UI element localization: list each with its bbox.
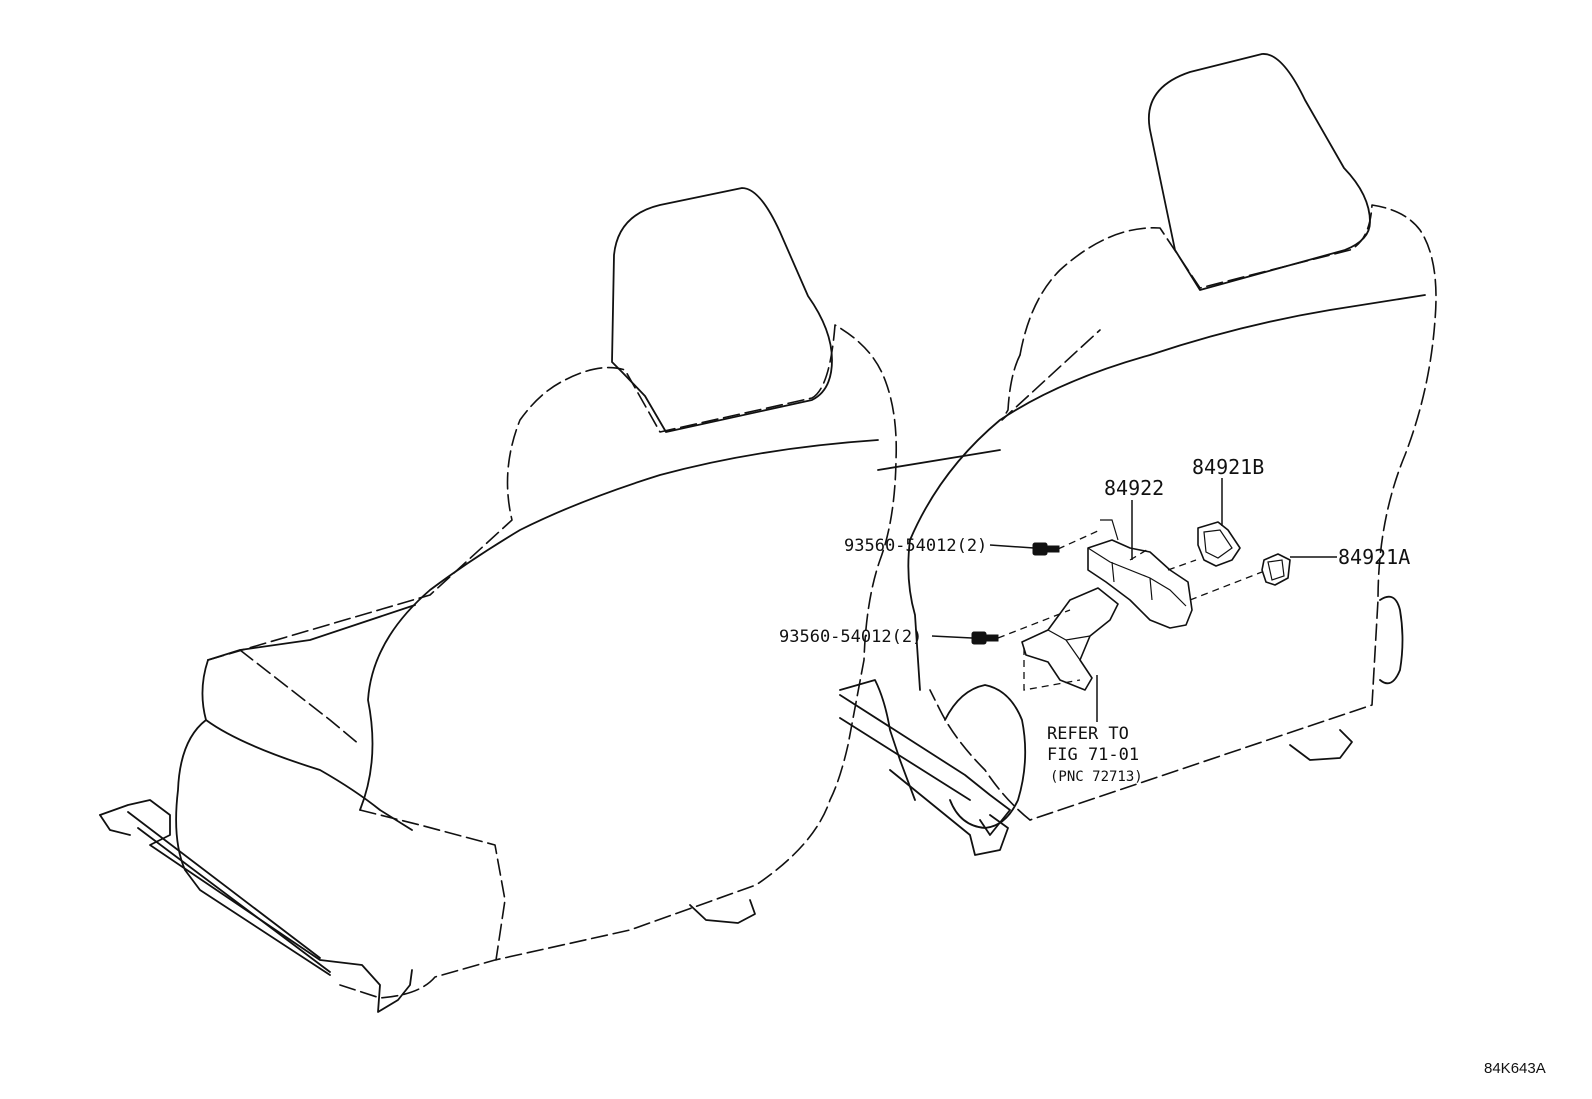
refer-line-3: (PNC 72713) (1050, 769, 1143, 785)
left-seat-cushion-lower (175, 719, 331, 976)
left-seat-back-face (359, 439, 879, 811)
right-seat-back-face (909, 294, 1426, 541)
leader-lines (931, 478, 1337, 722)
right-seat-rail (839, 694, 1011, 836)
refer-line-1: REFER TO (1047, 724, 1129, 744)
left-seat-cushion-fold (239, 649, 361, 746)
refer-line-2: FIG 71-01 (1047, 745, 1139, 765)
callout-bracket: 84922 (1104, 476, 1164, 500)
left-seat (99, 187, 898, 1013)
switch-84921a (1261, 553, 1291, 586)
left-seat-back-outline (207, 324, 898, 999)
left-seat-headrest (611, 187, 833, 433)
lower-bracket (1021, 587, 1119, 691)
right-seat-back-outline (1019, 204, 1437, 821)
right-seat-headrest (1148, 53, 1371, 291)
left-seat-rail-foot-rear (689, 899, 756, 924)
switch-84921b (1197, 521, 1241, 567)
callout-bolt-lower: 93560-54012(2) (779, 627, 922, 647)
left-seat-cushion-top (207, 604, 416, 661)
callout-switch-b: 84921B (1192, 455, 1264, 479)
diagram-code: 84K643A (1484, 1060, 1546, 1077)
right-seat-rail-front (889, 769, 1009, 856)
right-seat-rail-rear (1289, 729, 1353, 761)
left-seat-cushion (201, 659, 413, 831)
bracket-84922 (1087, 519, 1193, 629)
right-seat (839, 53, 1437, 856)
switch-84921b-body (1197, 521, 1241, 567)
switch-84921a-body (1261, 553, 1291, 586)
right-seat-hinge (1379, 595, 1404, 685)
left-seat-back-face-dash (359, 809, 506, 961)
bolt-upper (1032, 542, 1060, 556)
right-seat-cushion (839, 449, 1001, 801)
right-seat-recliner-cover (944, 684, 1027, 829)
callout-bolt-upper: 93560-54012(2) (844, 536, 987, 556)
bolt-lower (971, 631, 999, 645)
assembly-guides (997, 529, 1263, 691)
left-seat-rail-bar (99, 811, 331, 973)
bracket-84922-body (1087, 539, 1193, 629)
right-seat-back-side (1001, 329, 1101, 421)
right-seat-back-edge (907, 539, 921, 691)
callout-switch-a: 84921A (1338, 545, 1410, 569)
left-seat-rail (99, 799, 413, 1013)
right-seat-back-inner (929, 689, 1031, 821)
